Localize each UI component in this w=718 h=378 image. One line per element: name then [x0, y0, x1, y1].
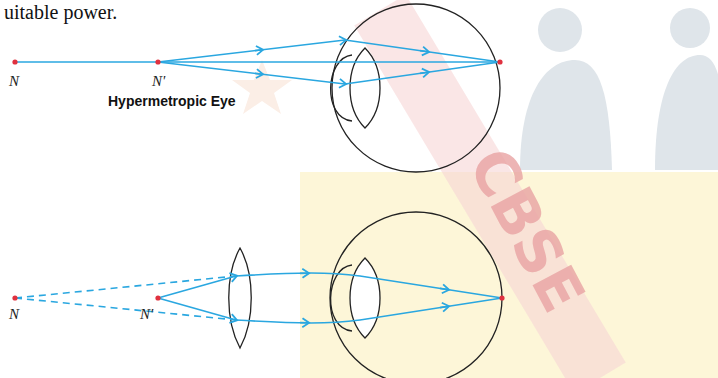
diagram-heading: Hypermetropic Eye [108, 94, 236, 108]
corrected-eye [229, 212, 502, 378]
point-label: N' [152, 74, 165, 89]
light-rays-bottom [15, 273, 502, 323]
hypermetropic-eye [331, 4, 500, 172]
caption-fragment: uitable power. [4, 2, 117, 22]
point-label: N' [140, 307, 153, 322]
light-rays-top [15, 40, 500, 84]
watermark-band [380, 10, 600, 378]
point-label: N [9, 74, 19, 89]
silhouettes [520, 8, 718, 170]
points-bottom [12, 295, 504, 300]
convex-lens [229, 248, 252, 348]
point-label: N [9, 307, 19, 322]
points-top [12, 59, 502, 64]
watermark-star [232, 60, 292, 114]
